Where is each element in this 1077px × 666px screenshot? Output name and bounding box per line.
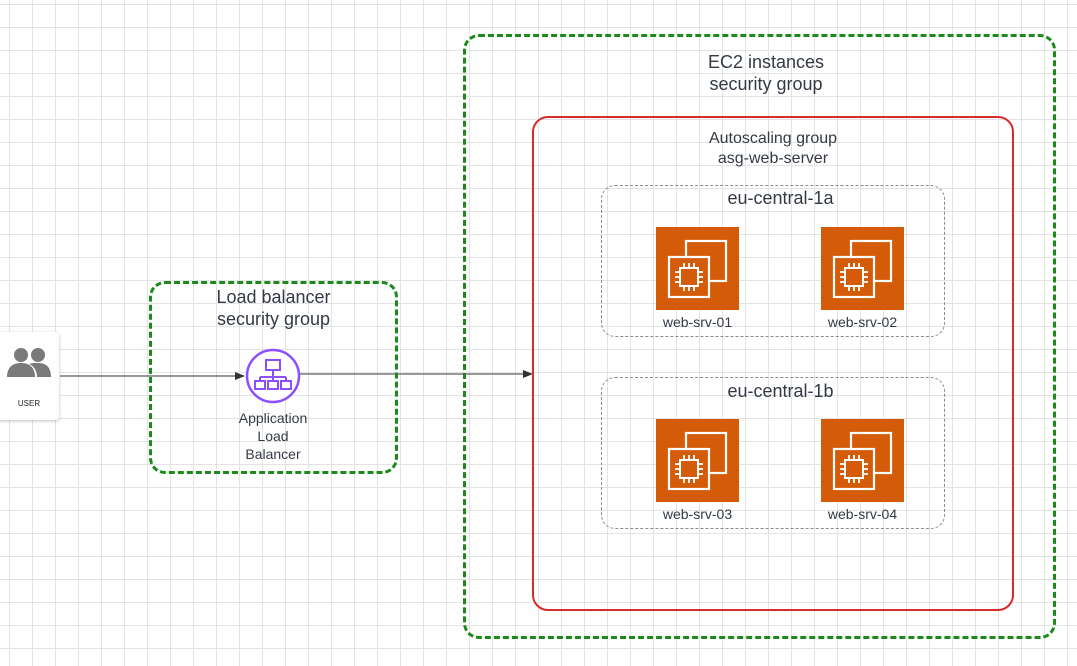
user-label: USER bbox=[17, 399, 41, 408]
instance-label: web-srv-04 bbox=[827, 506, 898, 522]
load-balancer-sg-title-line2: security group bbox=[216, 308, 331, 329]
alb-label-line1: Application bbox=[238, 410, 308, 426]
load-balancer-sg-title: Load balancer security group bbox=[149, 287, 398, 330]
ec2-chip-icon bbox=[667, 239, 728, 299]
ec2-chip-icon bbox=[832, 239, 893, 299]
load-balancer-sg-title-line1: Load balancer bbox=[216, 287, 331, 307]
application-load-balancer-icon[interactable] bbox=[245, 348, 301, 404]
alb-label-line3: Balancer bbox=[245, 446, 301, 462]
alb-label: Application Load Balancer bbox=[213, 409, 333, 463]
load-balancer-security-group[interactable] bbox=[149, 281, 398, 474]
asg-title-line1: Autoscaling group bbox=[708, 130, 838, 147]
ec2-sg-title-line1: EC2 instances bbox=[707, 52, 825, 72]
ec2-sg-title-line2: security group bbox=[709, 73, 823, 94]
ec2-instances-security-group[interactable] bbox=[463, 34, 1056, 639]
zone-a-title: eu-central-1a bbox=[727, 188, 834, 208]
asg-title-line2: asg-web-server bbox=[717, 150, 829, 167]
ec2-chip-icon bbox=[667, 431, 728, 491]
ec2-instance-icon[interactable] bbox=[821, 419, 904, 502]
zone-b-title: eu-central-1b bbox=[727, 381, 834, 401]
ec2-instance-icon[interactable] bbox=[656, 419, 739, 502]
ec2-instance-icon[interactable] bbox=[821, 227, 904, 310]
autoscaling-group[interactable] bbox=[532, 116, 1014, 611]
ec2-instance-icon[interactable] bbox=[656, 227, 739, 310]
availability-zone-b[interactable] bbox=[601, 377, 945, 529]
ec2-sg-title: EC2 instances security group bbox=[463, 52, 1069, 95]
asg-title: Autoscaling group asg-web-server bbox=[532, 129, 1014, 169]
alb-label-line2: Load bbox=[257, 428, 289, 444]
users-icon bbox=[7, 348, 51, 377]
instance-label: web-srv-03 bbox=[662, 506, 733, 522]
ec2-chip-icon bbox=[832, 431, 893, 491]
instance-label: web-srv-02 bbox=[827, 314, 898, 330]
availability-zone-a[interactable] bbox=[601, 185, 945, 337]
instance-label: web-srv-01 bbox=[662, 314, 733, 330]
